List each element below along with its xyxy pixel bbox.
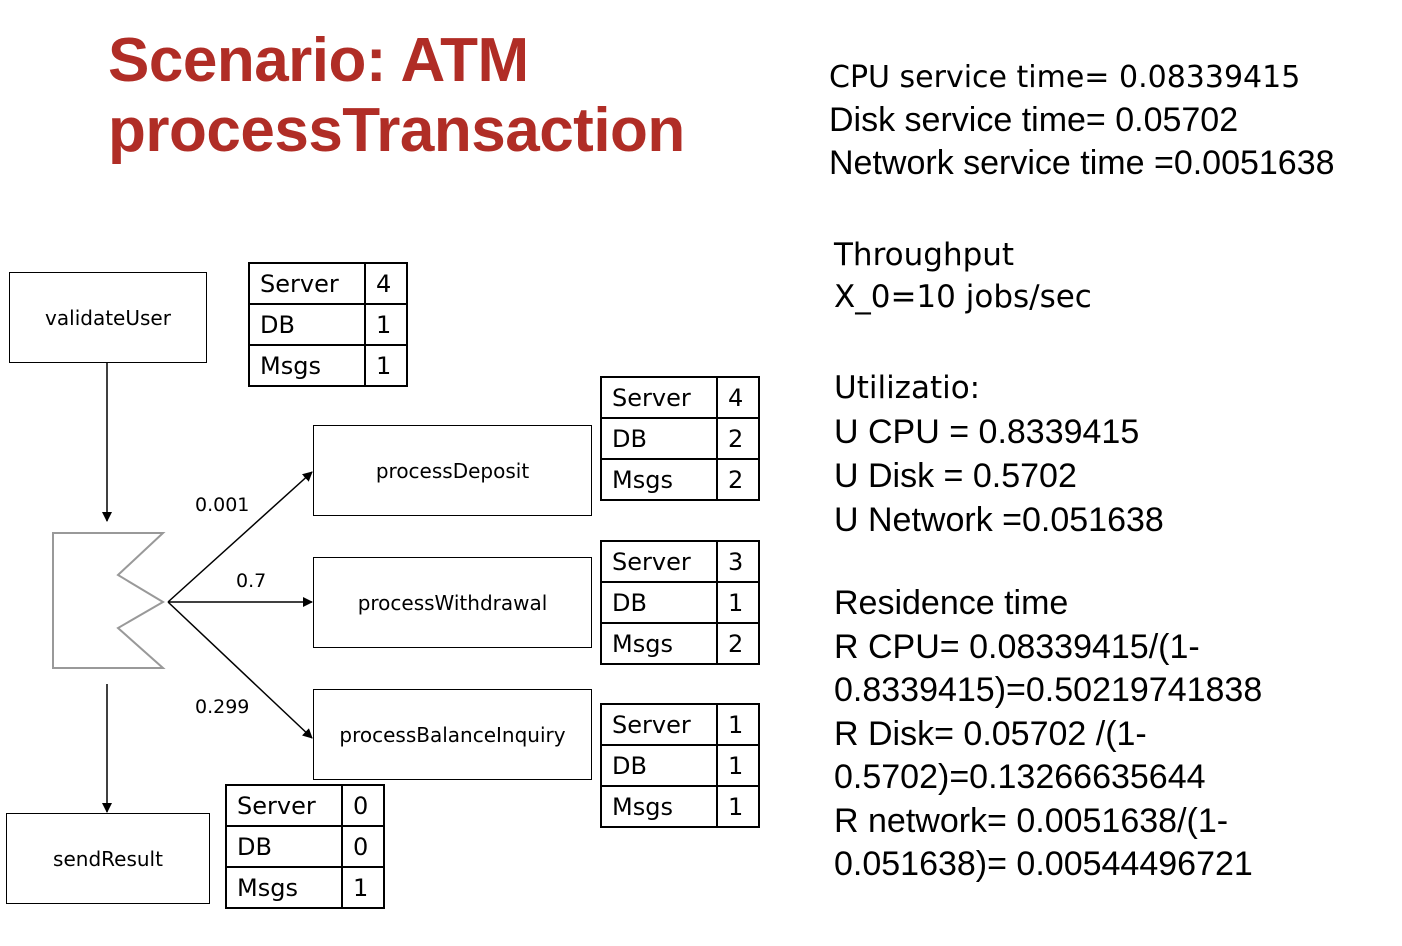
residence-heading: Residence time (834, 584, 1069, 622)
resource-name: Msgs (225, 866, 343, 909)
cpu-service-time: CPU service time= 0.08339415 (829, 60, 1301, 95)
resource-count: 4 (716, 376, 760, 419)
utilization-disk: U Disk = 0.5702 (834, 457, 1077, 495)
resource-name: Msgs (600, 785, 718, 828)
resource-count: 0 (341, 784, 385, 827)
residence-line: 0.8339415)=0.50219741838 (834, 671, 1263, 709)
utilization-network: U Network =0.051638 (834, 501, 1164, 539)
title-line-1: Scenario: ATM (108, 26, 529, 95)
resource-count: 2 (716, 622, 760, 665)
utilization-heading: Utilizatio: (834, 370, 981, 406)
residence-line: 0.051638)= 0.00544496721 (834, 845, 1253, 883)
node-label: processWithdrawal (357, 590, 548, 615)
resource-count: 1 (716, 703, 760, 746)
resource-name: DB (600, 744, 718, 787)
resource-name: Msgs (600, 622, 718, 665)
service-times: CPU service time= 0.08339415 Disk servic… (829, 56, 1335, 185)
resource-count: 2 (716, 417, 760, 460)
node-label: validateUser (45, 305, 171, 330)
resource-count: 1 (364, 344, 408, 387)
throughput-heading: Throughput (834, 237, 1015, 273)
resource-count: 4 (364, 262, 408, 305)
resource-name: DB (248, 303, 366, 346)
node-label: processBalanceInquiry (339, 722, 566, 747)
resource-count: 1 (364, 303, 408, 346)
node-label: processDeposit (375, 458, 530, 483)
residence-line: R Disk= 0.05702 /(1- (834, 714, 1147, 753)
resource-count: 0 (341, 825, 385, 868)
throughput-value: X_0=10 jobs/sec (834, 279, 1092, 315)
resource-count: 3 (716, 540, 760, 583)
node-label: sendResult (53, 846, 163, 871)
node-validate-user[interactable]: validateUser (9, 272, 207, 363)
prob-withdrawal: 0.7 (236, 570, 267, 592)
network-service-time: Network service time =0.0051638 (829, 144, 1335, 182)
node-send-result[interactable]: sendResult (6, 813, 210, 904)
resource-name: DB (600, 417, 718, 460)
slide-title: Scenario: ATM processTransaction (108, 26, 685, 166)
branch-node-icon (52, 532, 166, 669)
prob-balance: 0.299 (195, 696, 250, 718)
residence-time: Residence time R CPU= 0.08339415/(1- 0.8… (834, 582, 1262, 887)
residence-line: R network= 0.0051638/(1- (834, 801, 1229, 840)
resource-name: Msgs (600, 458, 718, 501)
resource-name: Msgs (248, 344, 366, 387)
prob-deposit: 0.001 (195, 494, 250, 516)
resource-name: Server (600, 540, 718, 583)
resource-name: Server (248, 262, 366, 305)
utilization-cpu: U CPU = 0.8339415 (834, 413, 1140, 451)
arrow-branch-to-deposit (167, 471, 313, 603)
resource-count: 2 (716, 458, 760, 501)
residence-line: R CPU= 0.08339415/(1- (834, 627, 1200, 666)
node-process-deposit[interactable]: processDeposit (313, 425, 592, 516)
residence-line: 0.5702)=0.13266635644 (834, 758, 1206, 796)
node-process-withdrawal[interactable]: processWithdrawal (313, 557, 592, 648)
title-line-2: processTransaction (108, 96, 685, 165)
resource-name: DB (225, 825, 343, 868)
resource-name: Server (225, 784, 343, 827)
utilization: Utilizatio: U CPU = 0.8339415 U Disk = 0… (834, 366, 1164, 542)
resource-count: 1 (716, 744, 760, 787)
node-process-balance-inquiry[interactable]: processBalanceInquiry (313, 689, 592, 780)
resource-name: Server (600, 376, 718, 419)
resource-count: 1 (341, 866, 385, 909)
throughput: Throughput X_0=10 jobs/sec (834, 234, 1092, 318)
resource-count: 1 (716, 785, 760, 828)
resource-name: Server (600, 703, 718, 746)
disk-service-time: Disk service time= 0.05702 (829, 101, 1239, 139)
resource-name: DB (600, 581, 718, 624)
arrow-branch-to-balance (167, 601, 313, 739)
resource-count: 1 (716, 581, 760, 624)
